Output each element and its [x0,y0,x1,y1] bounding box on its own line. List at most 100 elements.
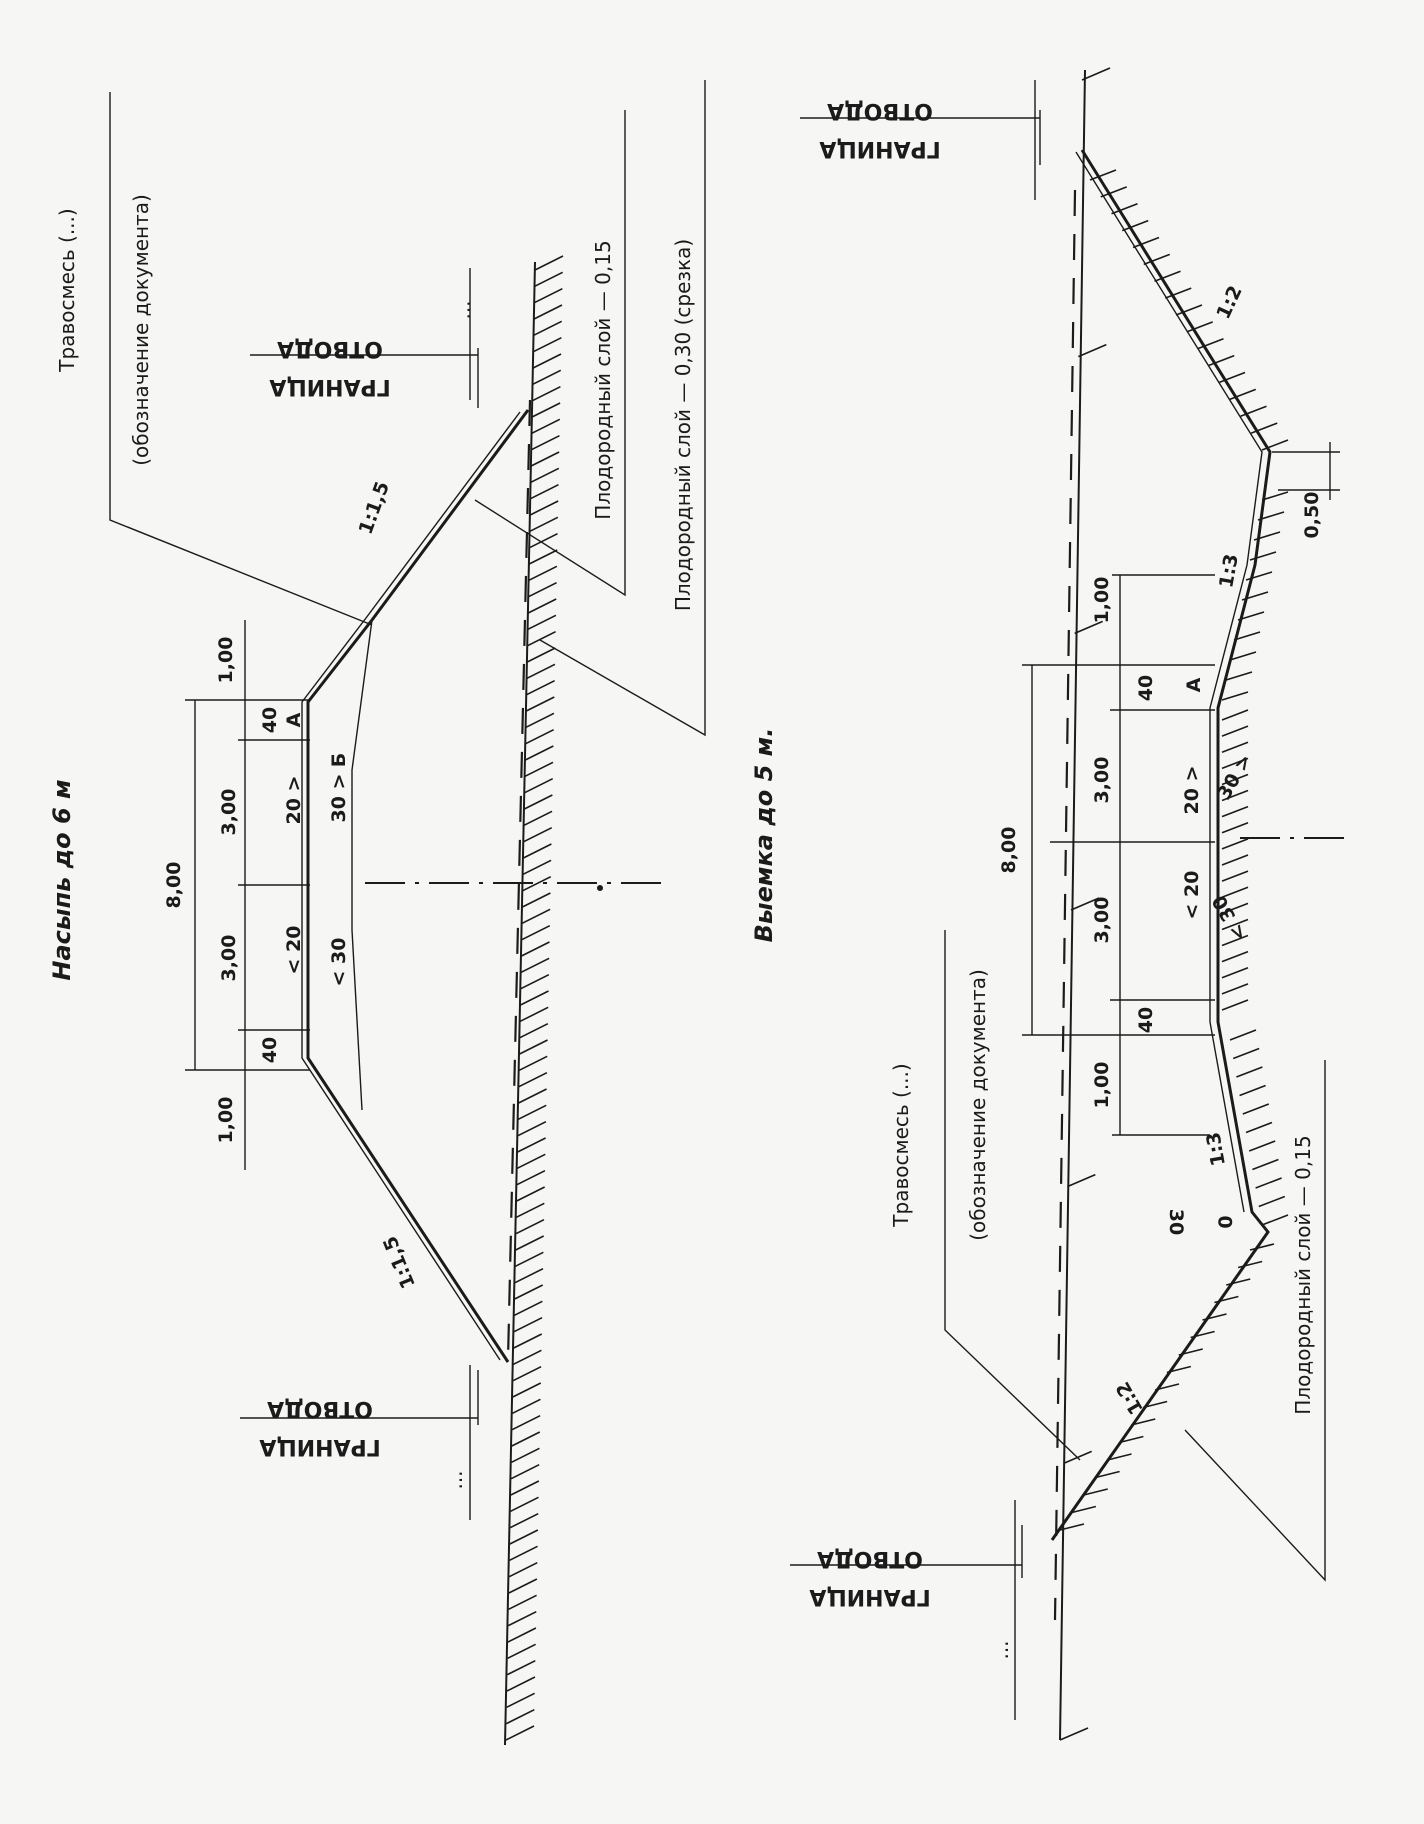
hatch-mark [1233,631,1261,641]
hatch-mark [1239,1084,1266,1097]
boundary-word-2: ОТВОДА [267,1396,373,1421]
cut-boundary-top: ГРАНИЦА ОТВОДА [800,80,1041,200]
cut-cross-slope-20-right: 20 > [1181,766,1203,815]
cut-slope-inner-left: 1:3 [1202,1130,1230,1167]
hatch-mark [529,500,559,516]
hatch-mark [1081,67,1111,81]
hatch-mark [510,1480,540,1496]
hatch-mark [1070,897,1100,911]
hatch-mark [528,549,558,565]
hatch-mark [1107,1453,1132,1461]
emb-dim-edge-right: 1,00 [215,637,237,684]
hatch-mark [532,385,561,402]
hatch-mark [1249,1243,1275,1251]
emb-cross-slope-30-left: < 30 [328,938,350,987]
hatch-mark [1248,1140,1276,1152]
cut-grass-label: Травосмесь (...) [889,1063,913,1227]
axis-dot [597,885,603,891]
hatch-mark [1100,186,1128,198]
hatch-mark [517,1104,547,1121]
cut-grass-leader [944,930,1081,1461]
boundary-word-2: ОТВОДА [817,1546,923,1571]
hatch-mark [1221,854,1249,866]
hatch-mark [506,1659,536,1676]
cut-cross-slope-30-left: < 30 [1208,891,1252,944]
boundary-ellipsis: ... [451,300,475,319]
hatch-mark [531,434,560,451]
hatch-mark [518,1055,548,1072]
hatch-mark [1221,741,1249,753]
hatch-mark [1245,1121,1273,1134]
hatch-mark [1078,343,1107,358]
cut-dim-edge-left: 1,00 [1091,1062,1113,1109]
cut-dim-shoulder-left: 40 [1135,1007,1157,1033]
cut-ditch-0: 0 [1215,1215,1237,1228]
hatch-mark [1249,551,1277,561]
hatch-mark [519,1022,549,1039]
hatch-mark [515,1218,545,1235]
cut-section: 8,00 3,00 3,00 1,00 1,00 40 40 20 > < 20… [750,67,1345,1741]
hatch-mark [1226,1278,1251,1286]
hatch-mark [523,843,552,859]
boundary-word-2: ОТВОДА [827,98,933,123]
hatch-mark [1143,253,1171,266]
emb-topsoil-strip-leader [474,110,626,597]
emb-topsoil-cut-leader [539,80,706,737]
hatch-mark [1131,1418,1156,1426]
emb-grass-label: Травосмесь (...) [55,208,79,372]
hatch-mark [1252,1158,1279,1171]
cut-dim-shoulder-right: 40 [1135,675,1157,701]
hatch-mark [531,418,561,435]
cut-dashed-line [1053,189,1077,1621]
hatch-mark [1221,725,1249,737]
hatch-mark [521,924,551,941]
hatch-mark [1225,671,1253,681]
emb-dim-shoulder-left: 40 [259,1037,281,1063]
hatch-mark [1261,1214,1289,1226]
hatch-mark [532,369,562,386]
hatch-mark [512,1382,542,1398]
hatch-mark [510,1496,539,1513]
cut-topsoil: Плодородный слой — 0,15 [1291,1135,1315,1414]
hatch-mark [513,1316,543,1333]
hatch-mark [1257,511,1285,521]
embankment-profile-inner [301,411,521,1361]
hatch-mark [530,467,560,484]
hatch-mark [520,957,550,974]
hatch-mark [525,712,555,729]
hatch-mark [1190,1330,1215,1339]
hatch-mark [1214,1295,1239,1304]
hatch-mark [509,1512,539,1529]
emb-dim-edge-left: 1,00 [215,1097,237,1144]
hatch-mark [525,728,555,745]
hatch-mark [531,402,561,418]
hatch-mark [516,1186,545,1202]
hatch-mark [506,1676,536,1692]
hatch-mark [1221,934,1249,947]
cut-slope-inner-right: 1:3 [1215,552,1243,589]
hatch-mark [1221,999,1249,1011]
embankment-topsoil-cut-line [506,399,532,1361]
hatch-mark [519,1006,549,1023]
emb-cross-slope-20-right: 20 > [283,776,305,825]
hatch-mark [517,1137,546,1153]
cut-slope-outer-right: 1:2 [1212,282,1246,322]
hatch-mark [513,1333,543,1349]
hatch-mark [516,1153,546,1170]
hatch-mark [1218,371,1246,384]
hatch-mark [1067,1173,1096,1188]
cut-dim-total: 8,00 [998,827,1020,874]
emb-boundary-top: ГРАНИЦА ОТВОДА ... [250,268,479,408]
hatch-mark [1242,1103,1270,1115]
emb-topsoil-strip: Плодородный слой — 0,15 [591,240,615,519]
hatch-mark [1132,236,1160,249]
hatch-mark [522,859,552,876]
hatch-mark [1154,1383,1180,1391]
hatch-mark [533,320,563,337]
hatch-mark [1229,388,1257,401]
hatch-mark [1245,571,1273,581]
boundary-ellipsis: ... [989,1640,1013,1659]
hatch-mark [1175,304,1203,316]
hatch-mark [1237,611,1265,621]
emb-cross-slope-30-right: 30 > [328,774,350,823]
